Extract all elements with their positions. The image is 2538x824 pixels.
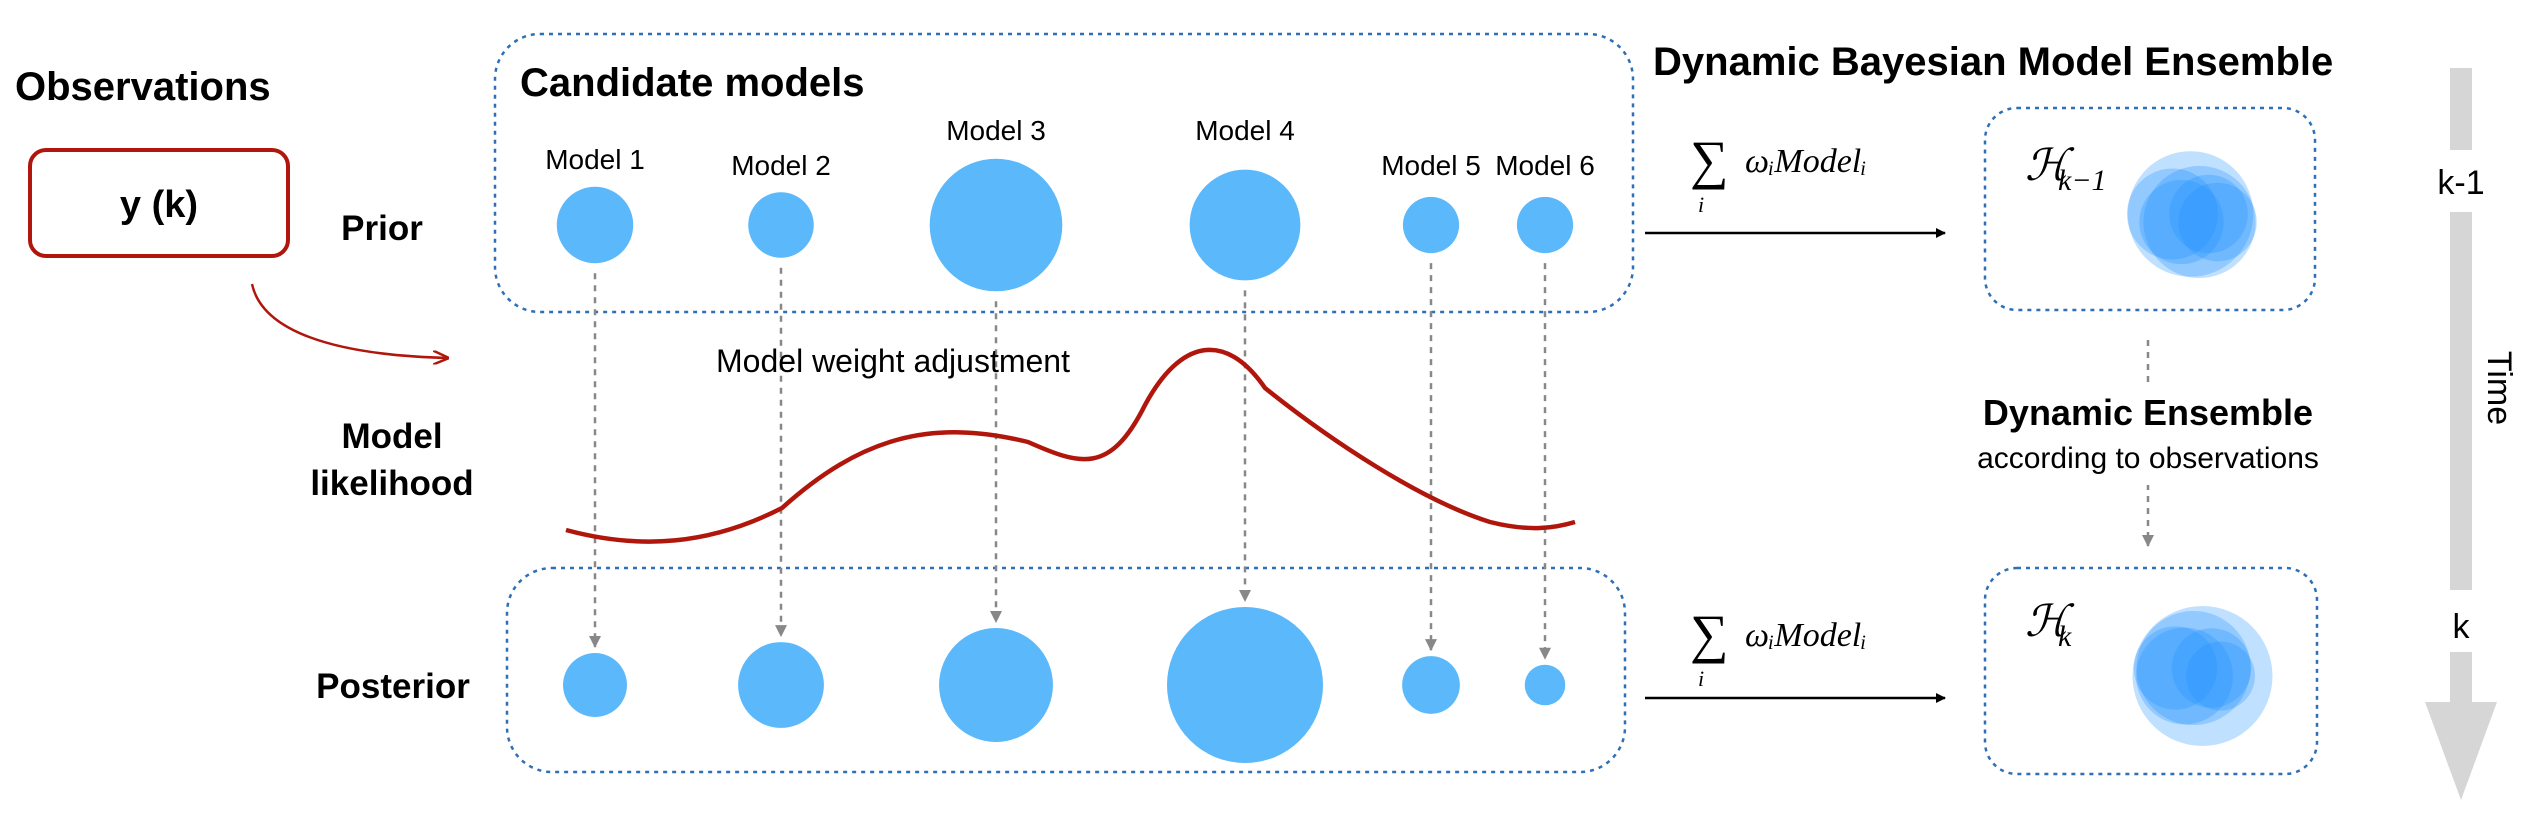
sum-formula-bottom: ∑ ωᵢModelᵢ i [1690, 604, 1867, 691]
posterior-bubble-6 [1524, 664, 1566, 706]
model-label-3: Model 3 [946, 115, 1046, 146]
prior-ensemble-bubble-4 [2143, 165, 2256, 279]
observation-arrow [250, 283, 448, 358]
time-cur-label: k [2453, 608, 2471, 646]
observation-value: y (k) [120, 184, 198, 226]
model-label-5: Model 5 [1381, 150, 1481, 181]
posterior-bubble-3 [939, 628, 1053, 742]
weight-adjust-label: Model weight adjustment [716, 343, 1070, 379]
dynamic-ensemble-bg [1950, 385, 2350, 485]
time-bar-top [2450, 68, 2472, 150]
posterior-label: Posterior [316, 667, 470, 706]
prior-ensemble-bubble-6 [2178, 182, 2257, 262]
sum-formula-top: ∑ ωᵢModelᵢ i [1690, 130, 1867, 217]
sum-index-bottom: i [1698, 666, 1704, 691]
time-bar-middle [2450, 212, 2472, 590]
posterior-bubble-1 [563, 653, 627, 717]
time-arrow-head [2425, 652, 2497, 800]
h-cur-base: ℋ [2025, 597, 2075, 646]
posterior-ensemble-bubble-6 [2186, 641, 2255, 711]
posterior-ensemble-bubble-5 [2171, 628, 2252, 708]
prior-bubble-3 [929, 158, 1063, 292]
model-label-4: Model 4 [1195, 115, 1295, 146]
model-label-1: Model 1 [545, 144, 645, 175]
sum-expression-top: ωᵢModelᵢ [1745, 143, 1867, 180]
prior-bubble-4 [1189, 169, 1301, 281]
prior-ensemble-bubble-5 [2169, 174, 2248, 254]
posterior-box [505, 566, 1627, 774]
h-cur-sub: k [2058, 620, 2072, 653]
dynamic-ensemble-title: Dynamic Ensemble [1983, 392, 2313, 433]
posterior-ensemble-bubble-1 [2133, 626, 2218, 710]
posterior-bubble-5 [1402, 656, 1460, 714]
prior-ensemble-bubble-1 [2126, 168, 2219, 260]
sum-symbol-bottom: ∑ [1690, 604, 1729, 664]
time-prev-label: k-1 [2437, 164, 2484, 202]
observation-box [28, 148, 290, 258]
likelihood-label-2: likelihood [310, 464, 473, 503]
posterior-ensemble-box [1983, 566, 2319, 776]
posterior-ensemble-bubble-2 [2136, 627, 2233, 725]
prior-ensemble-bubble-3 [2127, 151, 2254, 277]
h-prev-sub: k−1 [2058, 164, 2107, 197]
model-label-6: Model 6 [1495, 150, 1595, 181]
likelihood-label-1: Model [341, 417, 442, 456]
prior-ensemble-bubble-2 [2139, 179, 2224, 265]
posterior-bubble-4 [1167, 607, 1323, 763]
prior-bubble-1 [556, 186, 634, 264]
prior-box [493, 32, 1635, 314]
likelihood-curve [565, 347, 1576, 544]
ensemble-title: Dynamic Bayesian Model Ensemble [1653, 40, 2333, 84]
prior-bubble-2 [748, 192, 814, 258]
posterior-bubble-2 [738, 642, 824, 728]
h-prev-base: ℋ [2025, 141, 2075, 190]
prior-bubble-5 [1402, 196, 1460, 254]
prior-bubble-6 [1516, 196, 1574, 254]
candidate-models-title: Candidate models [520, 61, 865, 105]
posterior-ensemble-bubbles [2132, 606, 2273, 746]
prior-label: Prior [341, 209, 423, 248]
posterior-ensemble-bubble-3 [2136, 610, 2251, 726]
model-label-2: Model 2 [731, 150, 831, 181]
posterior-ensemble-bubble-4 [2132, 606, 2273, 746]
sum-index-top: i [1698, 192, 1704, 217]
weight-links [589, 263, 1551, 660]
dynamic-ensemble-subtitle: according to observations [1977, 442, 2319, 475]
prior-bubbles [556, 158, 1574, 292]
sum-expression-bottom: ωᵢModelᵢ [1745, 617, 1867, 654]
prior-ensemble-bubbles [2126, 151, 2257, 279]
sum-symbol-top: ∑ [1690, 130, 1729, 190]
model-labels: Model 1 Model 2 Model 3 Model 4 Model 5 Model… [545, 115, 1595, 181]
time-label: Time [2480, 351, 2518, 425]
posterior-bubbles [563, 607, 1566, 763]
observations-title: Observations [15, 65, 271, 109]
